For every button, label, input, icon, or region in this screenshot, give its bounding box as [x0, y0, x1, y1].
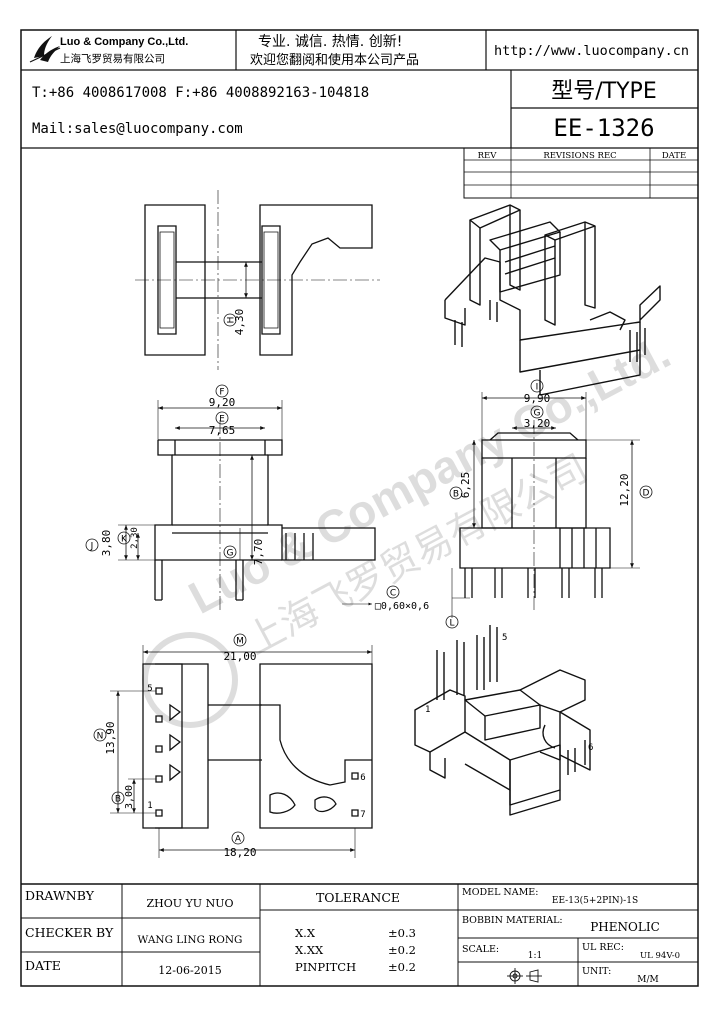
- dim-b-circle: B: [453, 490, 459, 500]
- date-col-header: DATE: [662, 151, 686, 161]
- slogan-line-2: 欢迎您翻阅和使用本公司产品: [250, 52, 419, 68]
- dims-side: I 9,90 G 3,20 B 6,25 D 12,20 L C □0,60×0…: [342, 379, 653, 629]
- isometric-view-top: [444, 204, 661, 396]
- dim-b-value: 6,25: [459, 472, 472, 499]
- scale-value: 1:1: [528, 951, 542, 961]
- tolerance-label: TOLERANCE: [316, 890, 400, 905]
- dim-c-circle: C: [390, 589, 396, 599]
- unit-label: UNIT:: [582, 966, 611, 977]
- model-name-label: MODEL NAME:: [462, 887, 538, 898]
- revisions-rec-col-header: REVISIONS REC: [543, 151, 616, 161]
- tol-x-value: ±0.3: [388, 926, 416, 940]
- dim-f-circle: F: [219, 388, 224, 398]
- dim-b2-circle: B: [115, 795, 121, 805]
- sheet-border: [20, 29, 699, 987]
- isometric-view-bottom: [414, 625, 591, 816]
- dim-c-value: □0,60×0,6: [375, 601, 429, 612]
- date-value: 12-06-2015: [158, 964, 221, 977]
- ul-rec-label: UL REC:: [582, 942, 624, 953]
- bobbin-material-value: PHENOLIC: [590, 920, 660, 934]
- contact-phone: T:+86 4008617008 F:+86 4008892163-104818: [32, 85, 369, 101]
- dim-g-value: 7,70: [252, 539, 265, 566]
- dim-m-value: 21,00: [223, 650, 256, 663]
- type-value: EE-1326: [553, 114, 654, 142]
- dim-h: H 4,30: [223, 309, 246, 336]
- tol-pin-value: ±0.2: [388, 960, 416, 974]
- company-logo-icon: [29, 36, 61, 63]
- header-block: Luo & Company Co.,Ltd. 上海飞罗贸易有限公司 专业. 诚信…: [21, 30, 698, 149]
- website-url: http://www.luocompany.cn: [494, 43, 689, 59]
- dim-d-value: 12,20: [618, 473, 631, 506]
- model-name-value: EE-13(5+2PIN)-1S: [552, 895, 638, 906]
- projection-symbol-icon: [507, 968, 542, 984]
- top-view: [135, 190, 380, 370]
- dim-h-circle: H: [227, 317, 237, 324]
- date-label: DATE: [25, 958, 61, 973]
- watermark-logo: [142, 632, 238, 728]
- dim-m-circle: M: [236, 637, 244, 647]
- drawnby-label: DRAWNBY: [25, 888, 95, 903]
- pin-label-7: 7: [360, 810, 365, 820]
- dim-j-value: 3,80: [100, 530, 113, 557]
- iso-pin-1: 1: [425, 705, 430, 715]
- pin-label-5: 5: [147, 684, 152, 694]
- dim-j-circle: J: [90, 542, 94, 552]
- company-name-cn: 上海飞罗贸易有限公司: [60, 52, 165, 65]
- slogan-line-1: 专业. 诚信. 热情. 创新!: [258, 34, 402, 50]
- revision-table: REV REVISIONS REC DATE: [463, 147, 699, 199]
- dim-a-value: 18,20: [223, 846, 256, 859]
- tol-xx-value: ±0.2: [388, 943, 416, 957]
- dim-k-value: 2,30: [130, 527, 140, 549]
- watermark-en: Luo & Company Co.,Ltd.: [180, 326, 678, 624]
- dims-bottom: M 21,00 N 13,90 B 3,00 A 18,20 5 1 6 7: [93, 633, 366, 859]
- dim-k-circle: K: [121, 535, 128, 545]
- dim-i-value: 9,90: [524, 392, 551, 405]
- front-view: [118, 400, 376, 610]
- unit-value: M/M: [637, 975, 658, 985]
- title-block: DRAWNBY ZHOU YU NUO CHECKER BY WANG LING…: [21, 883, 698, 986]
- tol-xx-label: X.XX: [295, 943, 324, 957]
- ul-rec-value: UL 94V-0: [640, 951, 680, 961]
- pin-label-6: 6: [360, 773, 365, 783]
- iso-pin-labels: 1 5 6: [425, 633, 593, 753]
- tol-x-label: X.X: [295, 926, 316, 940]
- dim-g2-value: 3,20: [524, 417, 551, 430]
- dim-g-circle: G: [227, 549, 234, 559]
- drawnby-value: ZHOU YU NUO: [147, 897, 234, 910]
- bottom-view: [110, 645, 373, 858]
- dim-g2-circle: G: [534, 409, 541, 419]
- company-name-en: Luo & Company Co.,Ltd.: [60, 36, 188, 48]
- dim-i-circle: I: [536, 383, 539, 393]
- dim-d-circle: D: [643, 489, 650, 499]
- dim-f-value: 9,20: [209, 396, 236, 409]
- iso-pin-5: 5: [502, 633, 507, 643]
- dim-n-value: 13,90: [104, 721, 117, 754]
- iso-pin-6: 6: [588, 743, 593, 753]
- dim-e-value: 7,65: [209, 424, 236, 437]
- rev-col-header: REV: [478, 151, 498, 161]
- dim-h-value: 4,30: [233, 309, 246, 336]
- bobbin-material-label: BOBBIN MATERIAL:: [462, 915, 563, 926]
- type-label: 型号/TYPE: [551, 79, 656, 104]
- contact-email: Mail:sales@luocompany.com: [32, 121, 243, 137]
- dim-n-circle: N: [97, 732, 104, 742]
- dim-l-circle: L: [449, 619, 454, 629]
- pin-label-1: 1: [147, 801, 152, 811]
- dim-b2-value: 3,00: [124, 785, 135, 809]
- dim-a-circle: A: [235, 835, 242, 845]
- side-view: [451, 392, 640, 618]
- tol-pin-label: PINPITCH: [295, 960, 356, 974]
- checker-value: WANG LING RONG: [138, 934, 243, 946]
- checker-label: CHECKER BY: [25, 925, 114, 940]
- scale-label: SCALE:: [462, 944, 499, 955]
- dim-e-circle: E: [219, 415, 225, 425]
- dims-front: F 9,20 E 7,65 J 3,80 K 2,30 G 7,70: [85, 384, 265, 566]
